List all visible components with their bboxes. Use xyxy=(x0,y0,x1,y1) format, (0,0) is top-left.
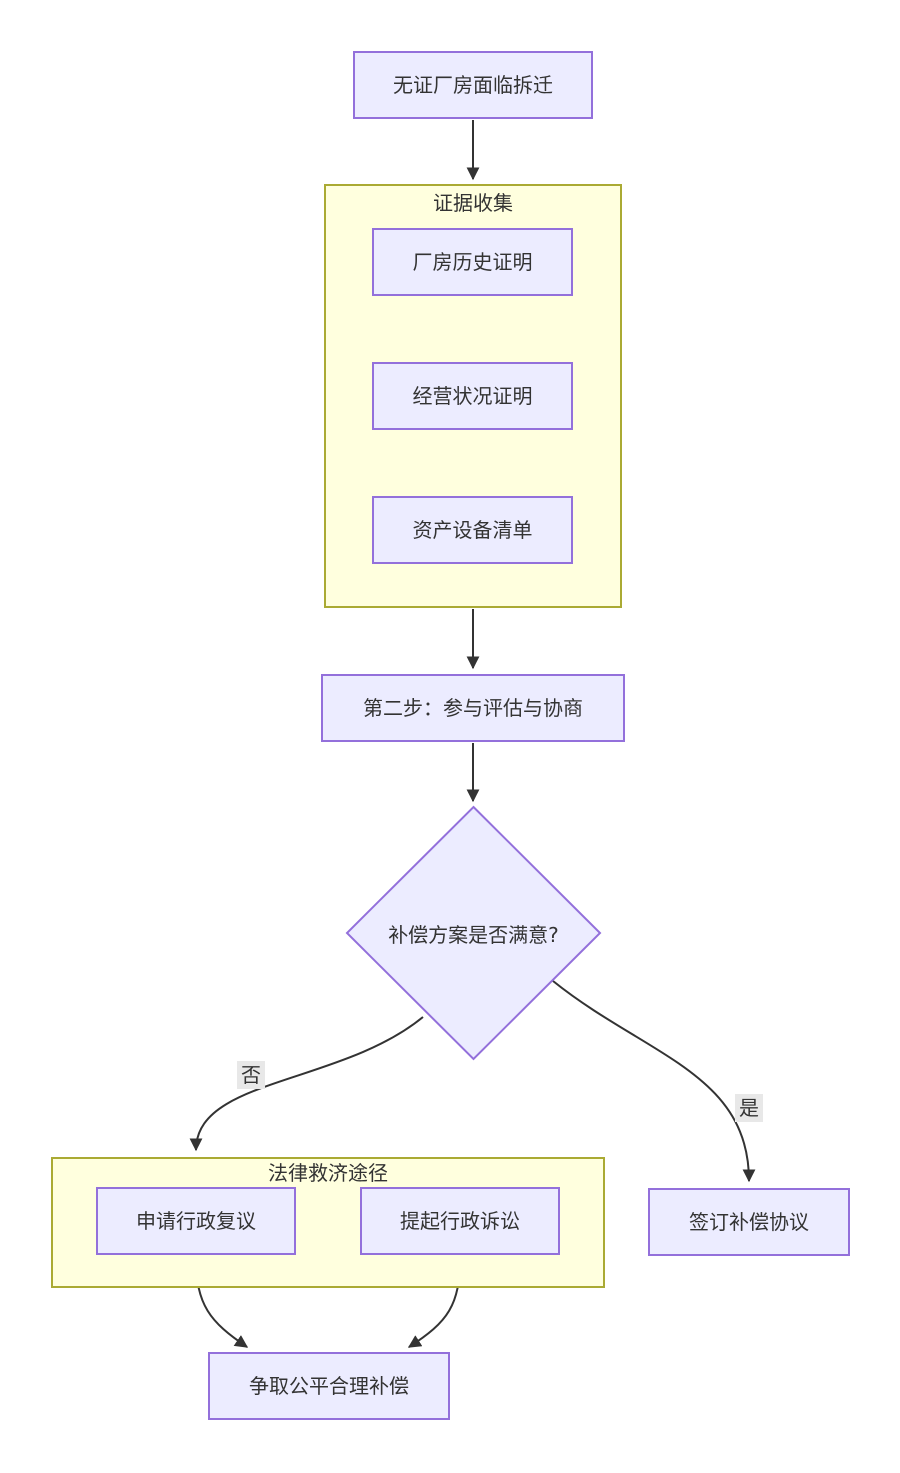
evidence-cluster-title: 证据收集 xyxy=(433,191,513,215)
node-evidence-1: 厂房历史证明 xyxy=(372,228,573,296)
node-start: 无证厂房面临拆迁 xyxy=(353,51,593,119)
node-fair: 争取公平合理补偿 xyxy=(208,1352,450,1420)
decision-diamond-shape xyxy=(345,805,602,1061)
node-legal-1: 申请行政复议 xyxy=(96,1187,296,1255)
node-step2: 第二步：参与评估与协商 xyxy=(321,674,625,742)
edge-decision-yes-to-sign xyxy=(552,980,756,1183)
edge-label-no: 否 xyxy=(237,1061,265,1089)
edge-label-yes: 是 xyxy=(735,1094,763,1122)
node-evidence-2: 经营状况证明 xyxy=(372,362,573,430)
node-sign: 签订补偿协议 xyxy=(648,1188,850,1256)
edge-decision-no-to-legal xyxy=(189,1016,424,1152)
node-evidence-3: 资产设备清单 xyxy=(372,496,573,564)
legal-cluster-title: 法律救济途径 xyxy=(268,1161,388,1185)
node-decision-label: 补偿方案是否满意? xyxy=(388,922,559,947)
node-legal-2: 提起行政诉讼 xyxy=(360,1187,560,1255)
